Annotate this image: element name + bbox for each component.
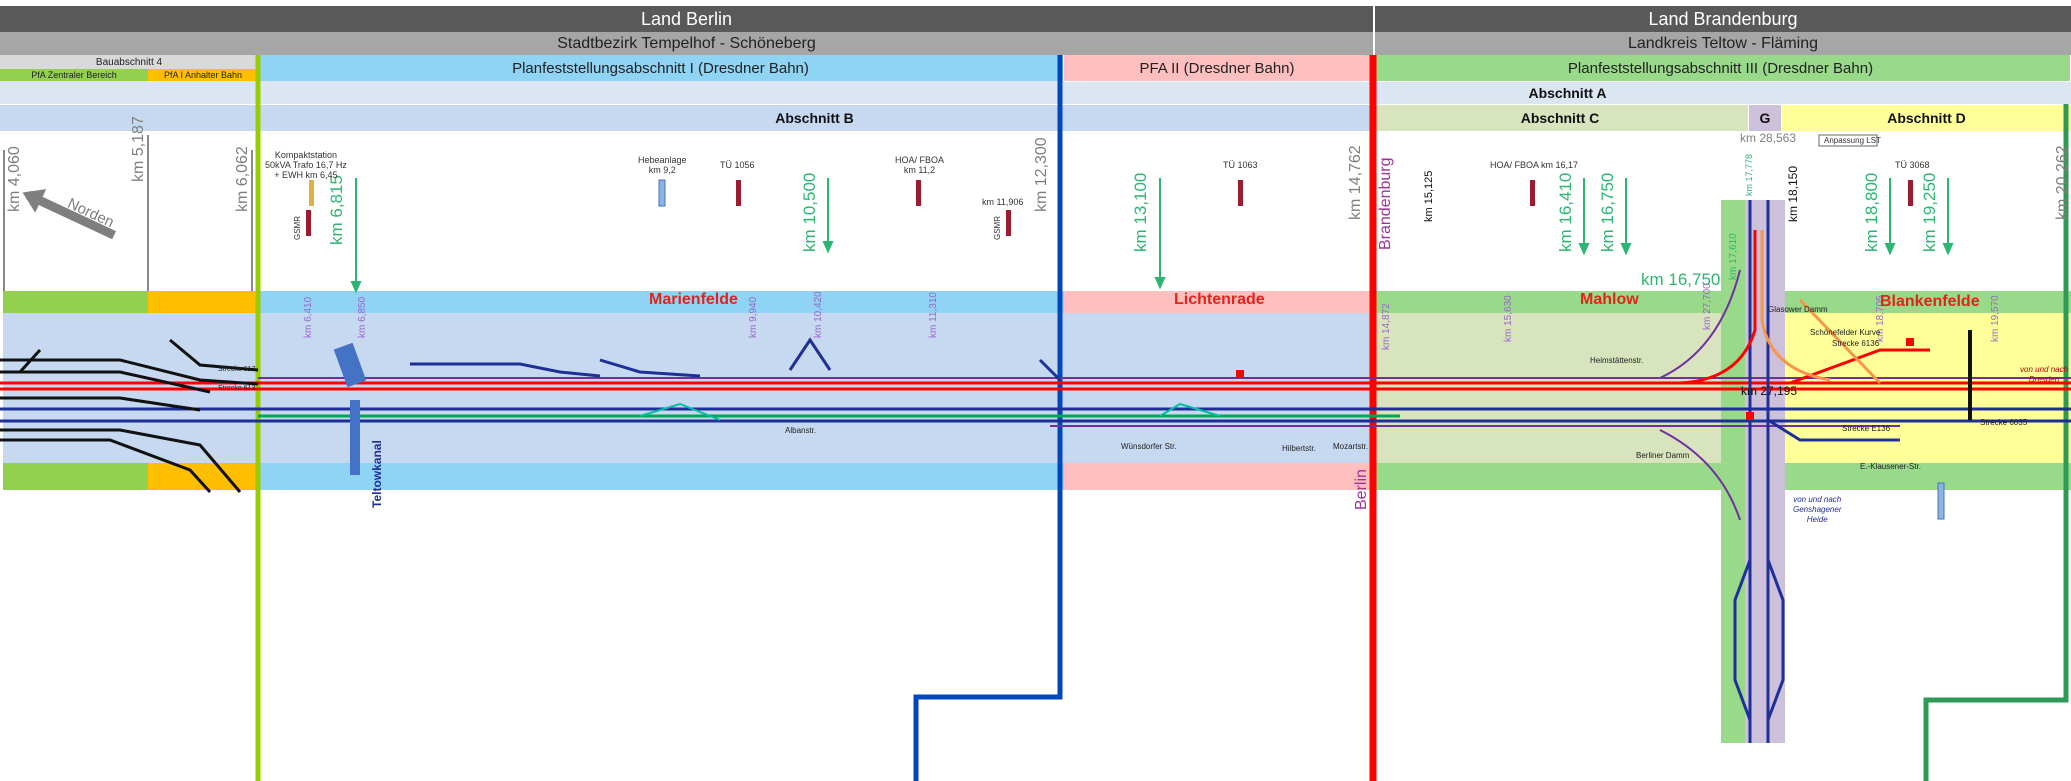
street-heimstaetten: Heimstättenstr.: [1590, 356, 1644, 365]
km-label-15630: km 15,630: [1503, 295, 1514, 342]
street-berliner-damm: Berliner Damm: [1636, 451, 1690, 460]
km-label-18800: km 18,800: [1862, 172, 1881, 252]
note-kompaktstation: Kompaktstation 50kVA Trafo 16,7 Hz + EWH…: [265, 150, 347, 180]
state-header-berlin: Land Berlin: [0, 6, 1373, 32]
km-label-27195: km 27,195: [1741, 384, 1798, 398]
section-row-blank: [0, 81, 1064, 104]
area-branch-purple: [1745, 200, 1785, 743]
station-marienfelde: Marienfelde: [649, 291, 738, 308]
km-label-17610: km 17,610: [1728, 233, 1739, 280]
km-label-6062: km 6,062: [234, 146, 251, 212]
area-pfa2-bottom: [1064, 463, 1371, 490]
km-label-4060: km 4,060: [6, 146, 23, 212]
km-label-6410: km 6,410: [303, 296, 314, 338]
area-pfa2-top: [1064, 291, 1371, 313]
bauabschnitt-label: Bauabschnitt 4: [0, 55, 258, 69]
pfa-2-header: PFA II (Dresdner Bahn): [1064, 55, 1371, 81]
station-blankenfelde: Blankenfelde: [1880, 293, 1980, 310]
km-label-5187: km 5,187: [130, 116, 147, 182]
km-label-27700: km 27,700: [1702, 283, 1713, 330]
label-teltowkanal: Teltowkanal: [370, 440, 384, 508]
boundary-green: [1923, 104, 2069, 781]
pfa-zentraler-bereich: PfA Zentraler Bereich: [0, 69, 148, 81]
street-glasower-damm: Glasower Damm: [1768, 305, 1828, 314]
km-label-15125: km 15,125: [1423, 170, 1435, 222]
km-label-20262: km 20,262: [2054, 145, 2071, 220]
section-b-header: Abschnitt B: [258, 105, 1371, 131]
km-label-9940: km 9,940: [748, 296, 759, 338]
note-hebeanlage: Hebeanlage km 9,2: [638, 155, 687, 175]
line-label-strecke-e136: Strecke E136: [1842, 424, 1891, 433]
km-label-28563: km 28,563: [1740, 131, 1797, 145]
street-mozartstr: Mozartstr.: [1333, 442, 1369, 451]
street-wuensdorfer: Wünsdorfer Str.: [1121, 442, 1177, 451]
km-label-16750-horizontal: km 16,750: [1641, 270, 1721, 289]
note-hoa-fboa-1: HOA/ FBOA km 11,2: [895, 155, 945, 175]
district-header-brandenburg: Landkreis Teltow - Fläming: [1375, 32, 2071, 55]
line-label-dresden: von und nach Dresden: [2020, 365, 2069, 384]
pfa-1-header: Planfeststellungsabschnitt I (Dresdner B…: [258, 55, 1064, 81]
note-hoa-fboa-2: HOA/ FBOA km 16,17: [1490, 160, 1579, 170]
km-label-14762: km 14,762: [1347, 145, 1364, 220]
district-header-berlin: Stadtbezirk Tempelhof - Schöneberg: [0, 32, 1373, 55]
line-label-strecke-613: Strecke 613: [218, 385, 256, 392]
area-pfa1-top: [258, 291, 1064, 313]
section-c-header: Abschnitt C: [1371, 105, 1748, 131]
state-header-brandenburg: Land Brandenburg: [1375, 6, 2071, 32]
street-e-klausener: E.-Klausener-Str.: [1860, 462, 1921, 471]
station-lichtenrade: Lichtenrade: [1174, 291, 1265, 308]
pfa-3-header: Planfeststellungsabschnitt III (Dresdner…: [1371, 55, 2071, 81]
km-label-12300: km 12,300: [1033, 137, 1050, 212]
note-tu-3068: TÜ 3068: [1895, 160, 1930, 170]
line-label-genshagener-heide: von und nach Genshagener Heide: [1793, 495, 1842, 524]
gsmr-label-1: GSMR: [293, 216, 302, 240]
area-zentral-bottom: [3, 463, 148, 490]
note-tu-1063: TÜ 1063: [1223, 160, 1258, 170]
line-label-strecke-6035: Strecke 6035: [1980, 418, 2028, 427]
km-label-17778: km 17,778: [1744, 153, 1754, 196]
km-label-10500: km 10,500: [800, 172, 819, 252]
km-label-6815: km 6,815: [327, 175, 346, 245]
label-berlin: Berlin: [1353, 469, 1370, 510]
area-pfa1-bottom: [258, 463, 1064, 490]
pfa-anhalter-bahn: PfA I Anhalter Bahn: [148, 69, 258, 81]
km-label-11906: km 11,906: [982, 197, 1024, 207]
label-brandenburg: Brandenburg: [1377, 157, 1394, 250]
section-d-header: Abschnitt D: [1781, 105, 2071, 131]
gsmr-label-2: GSMR: [993, 216, 1002, 240]
km-label-16410: km 16,410: [1556, 172, 1575, 252]
boundary-blue: [913, 55, 1063, 781]
section-a-header: Abschnitt A: [1064, 81, 2071, 104]
km-label-19250: km 19,250: [1920, 172, 1939, 252]
section-row-left: [0, 105, 258, 131]
km-label-19570: km 19,570: [1990, 295, 2001, 342]
street-hilbertstr: Hilbertstr.: [1282, 444, 1316, 453]
station-mahlow: Mahlow: [1580, 291, 1639, 308]
km-label-16750: km 16,750: [1598, 172, 1617, 252]
km-label-10420: km 10,420: [813, 291, 824, 338]
km-label-14872: km 14,872: [1381, 303, 1392, 350]
km-label-13100: km 13,100: [1131, 172, 1150, 252]
km-label-11310: km 11,310: [928, 292, 939, 338]
note-anpassung-lst: Anpassung LST: [1824, 136, 1881, 145]
note-tu-1056: TÜ 1056: [720, 160, 755, 170]
km-label-18150: km 18,150: [1786, 165, 1800, 222]
area-anhalter-top: [148, 291, 258, 313]
street-albanstr: Albanstr.: [785, 426, 817, 435]
km-label-6850: km 6,850: [357, 296, 368, 338]
street-schoenefelder-kurve: Schönefelder Kurve: [1810, 328, 1881, 337]
line-label-strecke-617: Strecke 617: [218, 366, 256, 373]
line-label-strecke-6136-a: Strecke 6136: [1832, 339, 1880, 348]
section-g-header: G: [1748, 105, 1781, 131]
north-arrow-icon: [22, 189, 117, 240]
area-zentral-top: [3, 291, 148, 313]
